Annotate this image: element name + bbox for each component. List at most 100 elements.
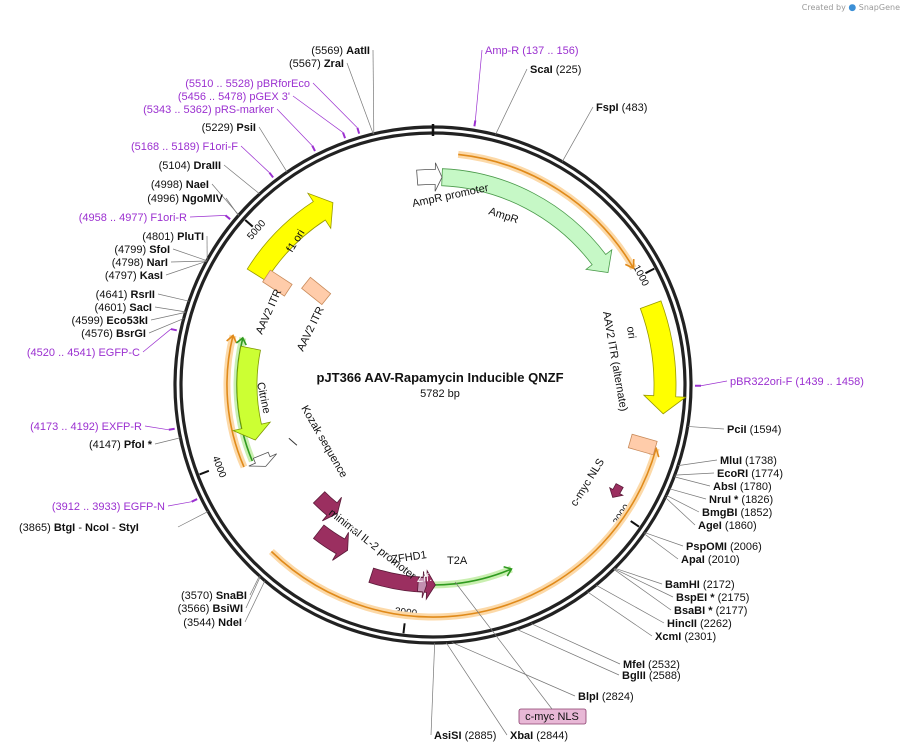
- label-kozak: Kozak sequence: [298, 404, 349, 480]
- site-label-part: FspI: [596, 102, 619, 114]
- site-label-part: (5569): [311, 45, 346, 57]
- itr-alt-box: [627, 433, 658, 456]
- site-label-part: (5104): [159, 160, 194, 172]
- leader-line: [150, 312, 186, 321]
- leader-line: [669, 488, 707, 500]
- snapgene-brand-text: SnapGene: [858, 3, 900, 12]
- primer-label-part: pRS-marker: [215, 104, 275, 116]
- tick-label: 4000: [210, 455, 228, 480]
- leader-line: [644, 532, 684, 547]
- site-label: (4147) PfoI *: [89, 439, 153, 451]
- primer-label: pBR322ori-F (1439 .. 1458): [730, 376, 864, 388]
- primer-label-part: (5168 .. 5189): [131, 141, 203, 153]
- primer-label: (5343 .. 5362) pRS-marker: [143, 104, 274, 116]
- primer-label: Amp-R (137 .. 156): [485, 45, 579, 57]
- site-label-part: (1774): [748, 468, 783, 480]
- site-label-part: (4998): [151, 179, 186, 191]
- site-label-part: (2844): [533, 730, 568, 742]
- site-label-part: PspOMI: [686, 541, 727, 553]
- site-label: (4996) NgoMIV: [147, 193, 223, 205]
- site-label-part: Eco53kI: [106, 315, 148, 327]
- multi-site-label-part: BtgI: [54, 522, 75, 534]
- orf-arc: [270, 448, 657, 618]
- site-label: (4798) NarI: [112, 257, 168, 269]
- site-label-part: BsaBI *: [674, 605, 713, 617]
- site-label-part: AgeI: [698, 520, 722, 532]
- site-label-part: (1594): [747, 424, 782, 436]
- primer-leader: [700, 380, 728, 387]
- site-label: MluI (1738): [720, 455, 777, 467]
- primer-label-part: F1ori-R: [150, 212, 187, 224]
- created-by-text: Created by: [801, 3, 846, 12]
- site-label: PciI (1594): [727, 424, 781, 436]
- site-label-part: (3544): [183, 617, 218, 629]
- site-label-part: AbsI: [713, 481, 737, 493]
- primer-label-part: (5343 .. 5362): [143, 104, 215, 116]
- site-label: XcmI (2301): [655, 631, 716, 643]
- site-label-part: PluTI: [177, 231, 204, 243]
- orf-arrowhead: [235, 336, 247, 346]
- site-label: BglII (2588): [622, 670, 681, 682]
- primer-label-part: (4958 .. 4977): [79, 212, 151, 224]
- site-label-part: (2588): [646, 670, 681, 682]
- site-label-part: BmgBI: [702, 507, 737, 519]
- site-label-part: BglII: [622, 670, 646, 682]
- snapgene-brand: ●: [848, 3, 857, 13]
- primer-leader: [142, 328, 172, 353]
- dmrb-arrow: [312, 491, 342, 522]
- multi-site-label-part: -: [112, 522, 119, 534]
- site-label-part: XcmI: [655, 631, 681, 643]
- leader-line: [516, 628, 620, 676]
- site-label: XbaI (2844): [510, 730, 568, 742]
- site-label-part: KasI: [140, 270, 163, 282]
- label-t2a: T2A: [447, 555, 468, 567]
- primer-label: (3912 .. 3933) EGFP-N: [52, 501, 165, 513]
- site-label-part: (3566): [178, 603, 213, 615]
- feature-arrows: [231, 162, 687, 601]
- site-label-part: NarI: [147, 257, 168, 269]
- leader-line: [170, 260, 207, 263]
- site-label-part: (1860): [722, 520, 757, 532]
- site-label: (4641) RsrII: [96, 289, 155, 301]
- site-label-part: (2262): [697, 618, 732, 630]
- site-label-part: NgoMIV: [182, 193, 224, 205]
- site-label-part: MfeI: [623, 659, 645, 671]
- primer-leader: [312, 82, 358, 129]
- site-label: (5569) AatII: [311, 45, 370, 57]
- leader-line: [346, 62, 374, 135]
- primer-label-part: (4520 .. 4541): [27, 347, 99, 359]
- site-label-part: NaeI: [186, 179, 209, 191]
- leader-line: [258, 126, 288, 173]
- plasmid-name: pJT366 AAV-Rapamycin Inducible QNZF: [316, 370, 563, 385]
- site-label-part: NruI *: [709, 494, 739, 506]
- multi-site-label-part: (3865): [19, 522, 54, 534]
- leader-line: [225, 197, 239, 216]
- site-label-part: (483): [619, 102, 648, 114]
- site-label-part: ZraI: [324, 58, 344, 70]
- plasmid-length: 5782 bp: [420, 388, 460, 400]
- site-label-part: (2172): [700, 579, 735, 591]
- site-label-part: ApaI: [681, 554, 705, 566]
- site-label-part: (2177): [713, 605, 748, 617]
- label-itr2: AAV2 ITR: [295, 305, 327, 354]
- kozak-mark: [288, 437, 298, 446]
- site-label: EcoRI (1774): [717, 468, 783, 480]
- site-label-part: SnaBI: [216, 590, 247, 602]
- site-label-part: (2175): [715, 592, 750, 604]
- leader-line: [154, 306, 186, 313]
- site-label-part: AatII: [346, 45, 370, 57]
- site-label-part: ScaI: [530, 64, 553, 76]
- site-label: BspEI * (2175): [676, 592, 749, 604]
- primer-leader: [240, 145, 270, 173]
- site-label: BlpI (2824): [578, 691, 634, 703]
- site-label: FspI (483): [596, 102, 647, 114]
- primer-leader: [167, 501, 192, 507]
- primer-leader: [292, 95, 344, 133]
- leader-line: [614, 567, 663, 585]
- primer-label-part: (5510 .. 5528): [185, 78, 257, 90]
- primer-label-part: pBR322ori-F: [730, 376, 795, 388]
- tick-mark: [199, 469, 210, 476]
- primer-leader: [144, 425, 169, 431]
- site-label-part: (5567): [289, 58, 324, 70]
- leader-line: [172, 248, 208, 262]
